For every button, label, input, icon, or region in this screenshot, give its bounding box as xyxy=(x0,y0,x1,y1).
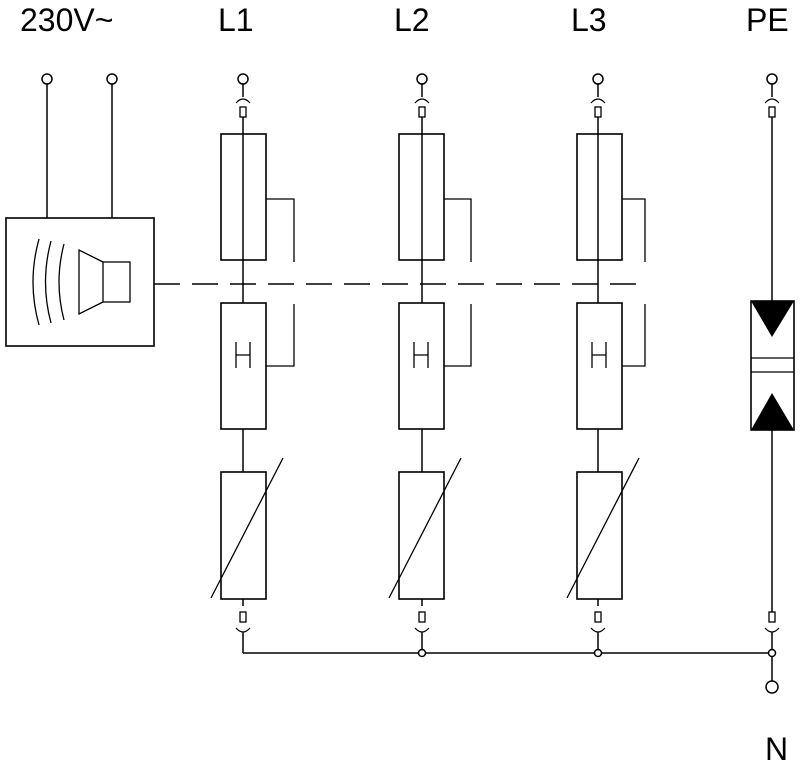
l1-terminal xyxy=(237,73,249,85)
alarm-terminal-1 xyxy=(41,73,53,85)
label-l2: L2 xyxy=(394,2,430,38)
junction-pe xyxy=(767,648,777,658)
l3-varistor-slash xyxy=(566,457,640,599)
l1-varistor-slash xyxy=(210,457,284,599)
l3-thermal-disconnector xyxy=(576,302,623,430)
phase-l3-branch xyxy=(566,73,646,653)
l2-thermal-disconnector xyxy=(398,302,445,430)
l1-thermal-disconnector xyxy=(220,302,267,430)
l2-varistor-slash xyxy=(388,457,462,599)
l3-plug-top xyxy=(590,98,606,104)
alarm-module xyxy=(5,73,155,347)
gas-discharge-tube xyxy=(750,300,795,431)
alarm-terminal-2 xyxy=(106,73,118,85)
label-alarm-voltage: 230V~ xyxy=(20,2,113,38)
l1-plug-bottom xyxy=(235,627,251,633)
l3-terminal xyxy=(592,73,604,85)
pe-terminal xyxy=(766,73,778,85)
l1-plug-top xyxy=(235,98,251,104)
label-l1: L1 xyxy=(218,2,254,38)
l2-terminal xyxy=(416,73,428,85)
pe-branch xyxy=(750,73,795,682)
label-n: N xyxy=(765,731,788,765)
alarm-housing xyxy=(5,217,155,347)
phase-l2-branch xyxy=(388,73,472,653)
l3-fuse xyxy=(576,133,623,261)
label-l3: L3 xyxy=(571,2,607,38)
junction-l2 xyxy=(417,648,427,658)
pe-plug-bottom xyxy=(764,627,780,633)
speaker-icon xyxy=(32,238,131,326)
pe-plug-top xyxy=(764,98,780,104)
l2-plug-top xyxy=(414,98,430,104)
junction-l3 xyxy=(593,648,603,658)
label-pe: PE xyxy=(746,2,789,38)
n-terminal xyxy=(765,680,779,694)
l3-plug-bottom xyxy=(590,627,606,633)
l2-plug-bottom xyxy=(414,627,430,633)
phase-l1-branch xyxy=(210,73,295,653)
